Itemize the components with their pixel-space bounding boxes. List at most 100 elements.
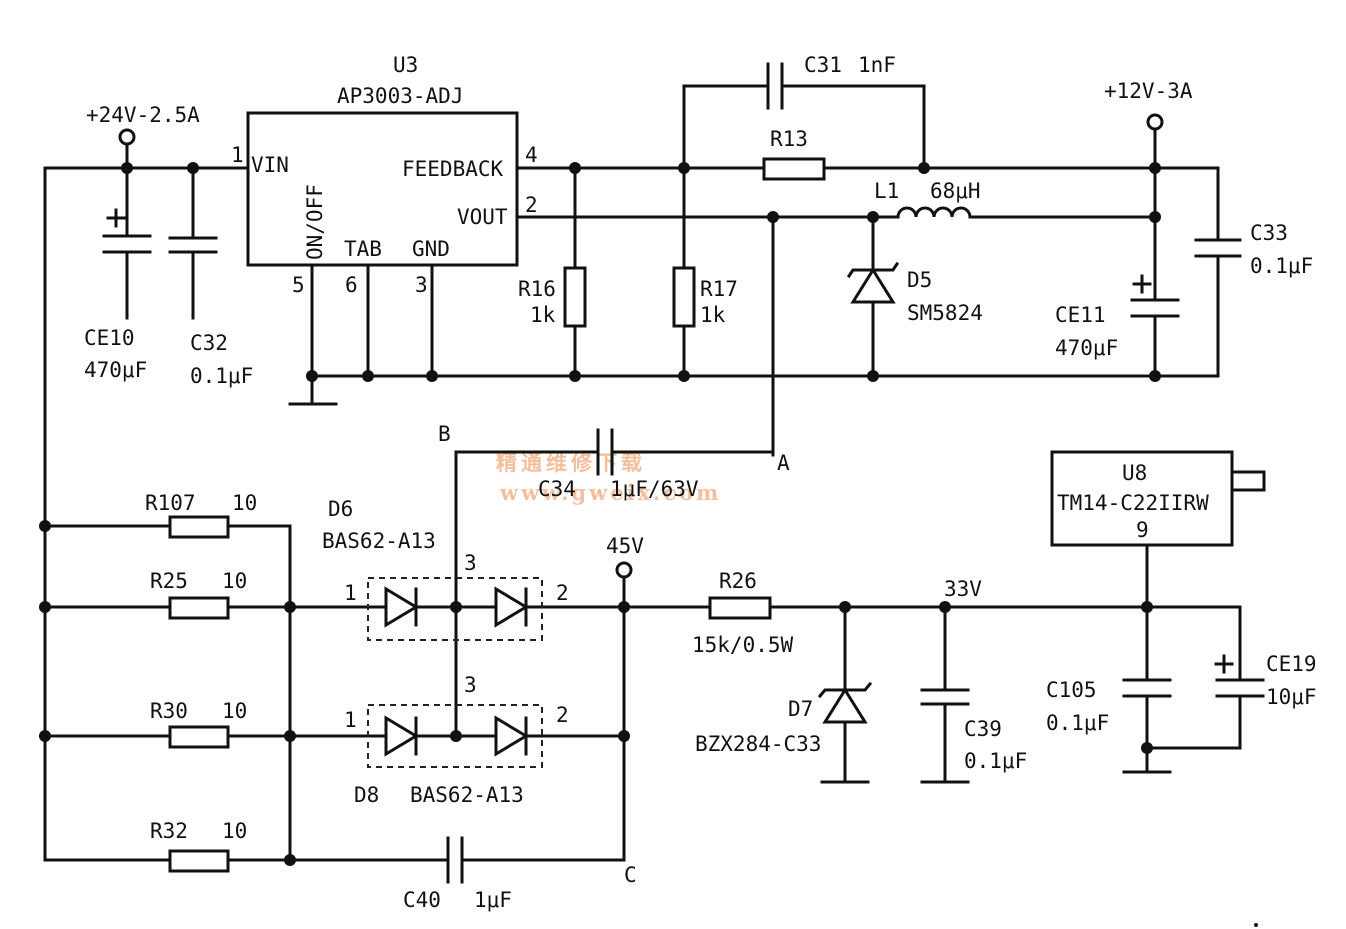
u3-body xyxy=(246,111,519,267)
d6-part: BAS62-A13 xyxy=(322,529,436,553)
u3-pin-onoff: ON/OFF xyxy=(303,184,327,260)
c34-ref: C34 xyxy=(538,477,576,501)
r16-ref: R16 xyxy=(518,277,556,301)
u3-pin-feedback-no: 4 xyxy=(525,143,538,167)
watermark: 精通维修下载 www.gweix.com xyxy=(496,450,721,505)
c33-value: 0.1μF xyxy=(1250,254,1313,278)
c39-value: 0.1μF xyxy=(964,749,1027,773)
u3-pin-vin-no: 1 xyxy=(231,143,244,167)
u8-module: U8 TM14-C22IIRW 9 xyxy=(1050,450,1266,547)
c32-value: 0.1μF xyxy=(190,364,253,388)
inductor-l1: L1 68μH xyxy=(874,179,981,219)
r107-ref: R107 xyxy=(145,491,196,515)
u3-pin-feedback: FEEDBACK xyxy=(402,157,504,181)
watermark-url: www.gweix.com xyxy=(499,480,721,505)
d5-part: SM5824 xyxy=(907,301,983,325)
d6-pin3: 3 xyxy=(464,551,477,575)
u3-pin-gnd-no: 3 xyxy=(415,273,428,297)
u3-pin-tab-no: 6 xyxy=(345,273,358,297)
r25-value: 10 xyxy=(222,569,247,593)
diode-d8: D8 BAS62-A13 1 2 3 xyxy=(344,673,569,807)
ce11-ref: CE11 xyxy=(1055,303,1106,327)
resistor-r107: R107 10 xyxy=(145,491,257,539)
l1-ref: L1 xyxy=(874,179,899,203)
watermark-text: 精通维修下载 xyxy=(496,450,646,475)
d8-pin3: 3 xyxy=(464,673,477,697)
node-c-label: C xyxy=(624,863,637,887)
capacitor-ce10: CE10 470μF xyxy=(84,208,152,382)
c105-ref: C105 xyxy=(1046,678,1097,702)
u3-part: AP3003-ADJ xyxy=(337,84,463,108)
terminal-24v: +24V-2.5A xyxy=(86,103,200,146)
l1-value: 68μH xyxy=(930,179,981,203)
rail-24v-label: +24V-2.5A xyxy=(86,103,200,127)
diode-d5: D5 SM5824 xyxy=(846,261,983,325)
d8-pin2: 2 xyxy=(556,703,569,727)
diode-d7: D7 BZX284-C33 xyxy=(695,681,873,756)
ce19-ref: CE19 xyxy=(1266,652,1317,676)
rail-12v-label: +12V-3A xyxy=(1104,79,1193,103)
capacitor-c39: C39 0.1μF xyxy=(920,688,1027,773)
c32-ref: C32 xyxy=(190,331,228,355)
lower-junctions xyxy=(39,520,1258,927)
r30-ref: R30 xyxy=(150,699,188,723)
resistor-r13: R13 xyxy=(762,127,826,181)
c33-ref: C33 xyxy=(1250,221,1288,245)
r26-ref: R26 xyxy=(719,569,757,593)
u8-tab xyxy=(1230,470,1266,492)
r32-value: 10 xyxy=(222,819,247,843)
u3-pin-vout: VOUT xyxy=(457,205,508,229)
r17-ref: R17 xyxy=(700,277,738,301)
resistor-r16: R16 1k xyxy=(518,266,587,328)
rail-33v-label: 33V xyxy=(944,577,982,601)
ce10-ref: CE10 xyxy=(84,326,135,350)
d6-pin1: 1 xyxy=(344,581,357,605)
u8-ref: U8 xyxy=(1122,461,1147,485)
capacitor-c32: C32 0.1μF xyxy=(168,236,253,388)
capacitor-c34: B A C34 1μF/63V xyxy=(438,422,790,738)
terminal-45v: 45V xyxy=(606,534,644,579)
d8-pin1: 1 xyxy=(344,708,357,732)
terminal-12v: +12V-3A xyxy=(1104,79,1193,131)
u3-pin-tab: TAB xyxy=(344,237,382,261)
resistor-r26: R26 15k/0.5W xyxy=(692,569,794,657)
resistor-r30: R30 10 xyxy=(150,699,247,749)
u3-pin-gnd: GND xyxy=(412,237,450,261)
u3-ref: U3 xyxy=(393,53,418,77)
d6-pin2: 2 xyxy=(556,581,569,605)
capacitor-c31: C31 1nF xyxy=(766,53,896,110)
capacitor-c33: C33 0.1μF xyxy=(1194,221,1313,278)
capacitor-c105: C105 0.1μF xyxy=(1046,678,1172,735)
r25-ref: R25 xyxy=(150,569,188,593)
d8-ref: D8 xyxy=(354,783,379,807)
u8-body xyxy=(1050,450,1234,547)
u3-pin-vout-no: 2 xyxy=(525,193,538,217)
d8-part: BAS62-A13 xyxy=(410,783,524,807)
capacitor-c40: C40 1μF xyxy=(403,836,512,912)
r30-value: 10 xyxy=(222,699,247,723)
c39-ref: C39 xyxy=(964,717,1002,741)
u3-pin-onoff-no: 5 xyxy=(292,273,305,297)
d8-package xyxy=(367,704,543,768)
d6-ref: D6 xyxy=(328,497,353,521)
d5-ref: D5 xyxy=(907,268,932,292)
u8-pin: 9 xyxy=(1136,518,1149,542)
capacitor-ce19: CE19 10μF xyxy=(1214,652,1317,709)
node-b-label: B xyxy=(438,422,451,446)
c31-value: 1nF xyxy=(858,53,896,77)
r16-value: 1k xyxy=(530,303,556,327)
u3-regulator: U3 AP3003-ADJ VIN 1 FEEDBACK 4 VOUT 2 ON… xyxy=(231,53,538,297)
resistor-r25: R25 10 xyxy=(150,569,247,620)
u8-part: TM14-C22IIRW xyxy=(1057,491,1209,515)
c31-ref: C31 xyxy=(804,53,842,77)
ce11-value: 470μF xyxy=(1055,336,1118,360)
r26-value: 15k/0.5W xyxy=(692,633,794,657)
d6-package xyxy=(367,577,543,641)
capacitor-ce11: CE11 470μF xyxy=(1055,274,1180,360)
diode-d6: D6 BAS62-A13 1 2 3 xyxy=(322,497,569,641)
resistor-r17: R17 1k xyxy=(672,266,738,328)
r17-value: 1k xyxy=(700,303,726,327)
resistor-r32: R32 10 xyxy=(150,819,247,873)
d7-part: BZX284-C33 xyxy=(695,732,821,756)
